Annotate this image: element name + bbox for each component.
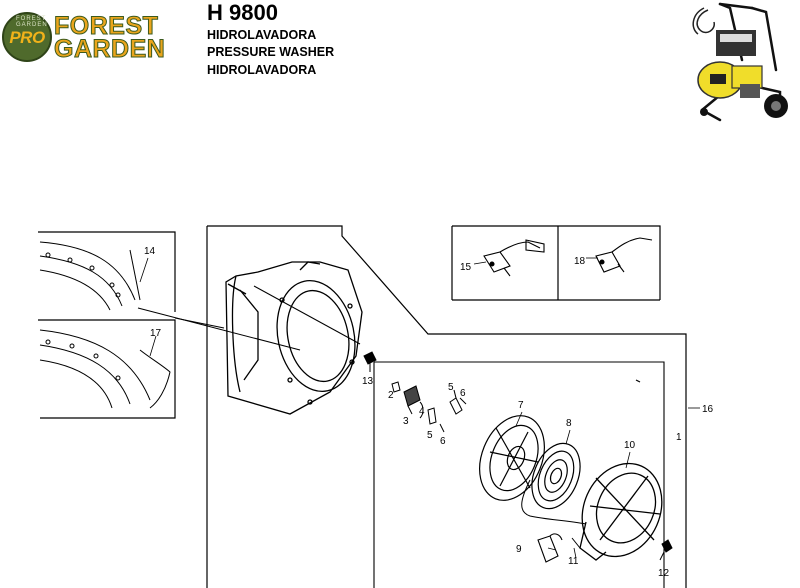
shroud-detail-17	[39, 329, 171, 409]
switch-15	[483, 239, 545, 277]
starter-pulley	[479, 415, 545, 501]
callout-7: 7	[518, 400, 524, 411]
bolt-13	[363, 351, 377, 372]
subtitle-2: PRESSURE WASHER	[207, 45, 335, 59]
callout-1: 1	[676, 432, 682, 443]
callout-5b: 5	[427, 430, 433, 441]
switch-frames	[451, 225, 661, 301]
switch-18	[595, 237, 653, 273]
main-frame	[207, 225, 687, 588]
recoil-spring	[531, 442, 581, 510]
callout-8: 8	[566, 418, 572, 429]
callout-11: 11	[568, 556, 579, 567]
callout-15: 15	[460, 262, 472, 273]
starter-rope	[521, 479, 587, 525]
pressure-washer-photo	[692, 2, 788, 122]
brand-name-line1: FOREST	[53, 12, 159, 40]
fan-shroud	[225, 261, 363, 415]
callout-18: 18	[574, 256, 586, 267]
badge-pro-text: PRO	[9, 28, 45, 47]
starter-frame	[374, 361, 665, 588]
bolt-12	[659, 539, 673, 561]
callout-13: 13	[362, 376, 374, 387]
callout-2: 2	[388, 390, 394, 401]
callout-4: 4	[419, 406, 425, 417]
callout-3: 3	[403, 416, 409, 427]
callout-10: 10	[624, 440, 636, 451]
brand-badge: FOREST GARDEN PRO	[2, 12, 52, 62]
starter-case	[579, 462, 663, 561]
callout-5a: 5	[448, 382, 454, 393]
callout-17: 17	[150, 328, 162, 339]
detail-frame-17	[38, 319, 176, 419]
starter-handle	[537, 533, 563, 563]
callout-14: 14	[144, 246, 156, 257]
callout-12: 12	[658, 568, 670, 579]
ratchet-parts	[391, 381, 467, 433]
shroud-detail-14	[39, 241, 141, 311]
callout-6a: 6	[460, 388, 466, 399]
callout-9: 9	[516, 544, 522, 555]
detail-frame-14	[38, 231, 176, 312]
callout-16: 16	[702, 404, 714, 415]
model-number: H 9800	[207, 0, 278, 25]
brand-name-line2: GARDEN	[53, 35, 166, 63]
badge-ring-text: FOREST GARDEN	[16, 16, 48, 28]
subtitle-3: HIDROLAVADORA	[207, 63, 317, 77]
callout-6b: 6	[440, 436, 446, 447]
subtitle-1: HIDROLAVADORA	[207, 28, 317, 42]
